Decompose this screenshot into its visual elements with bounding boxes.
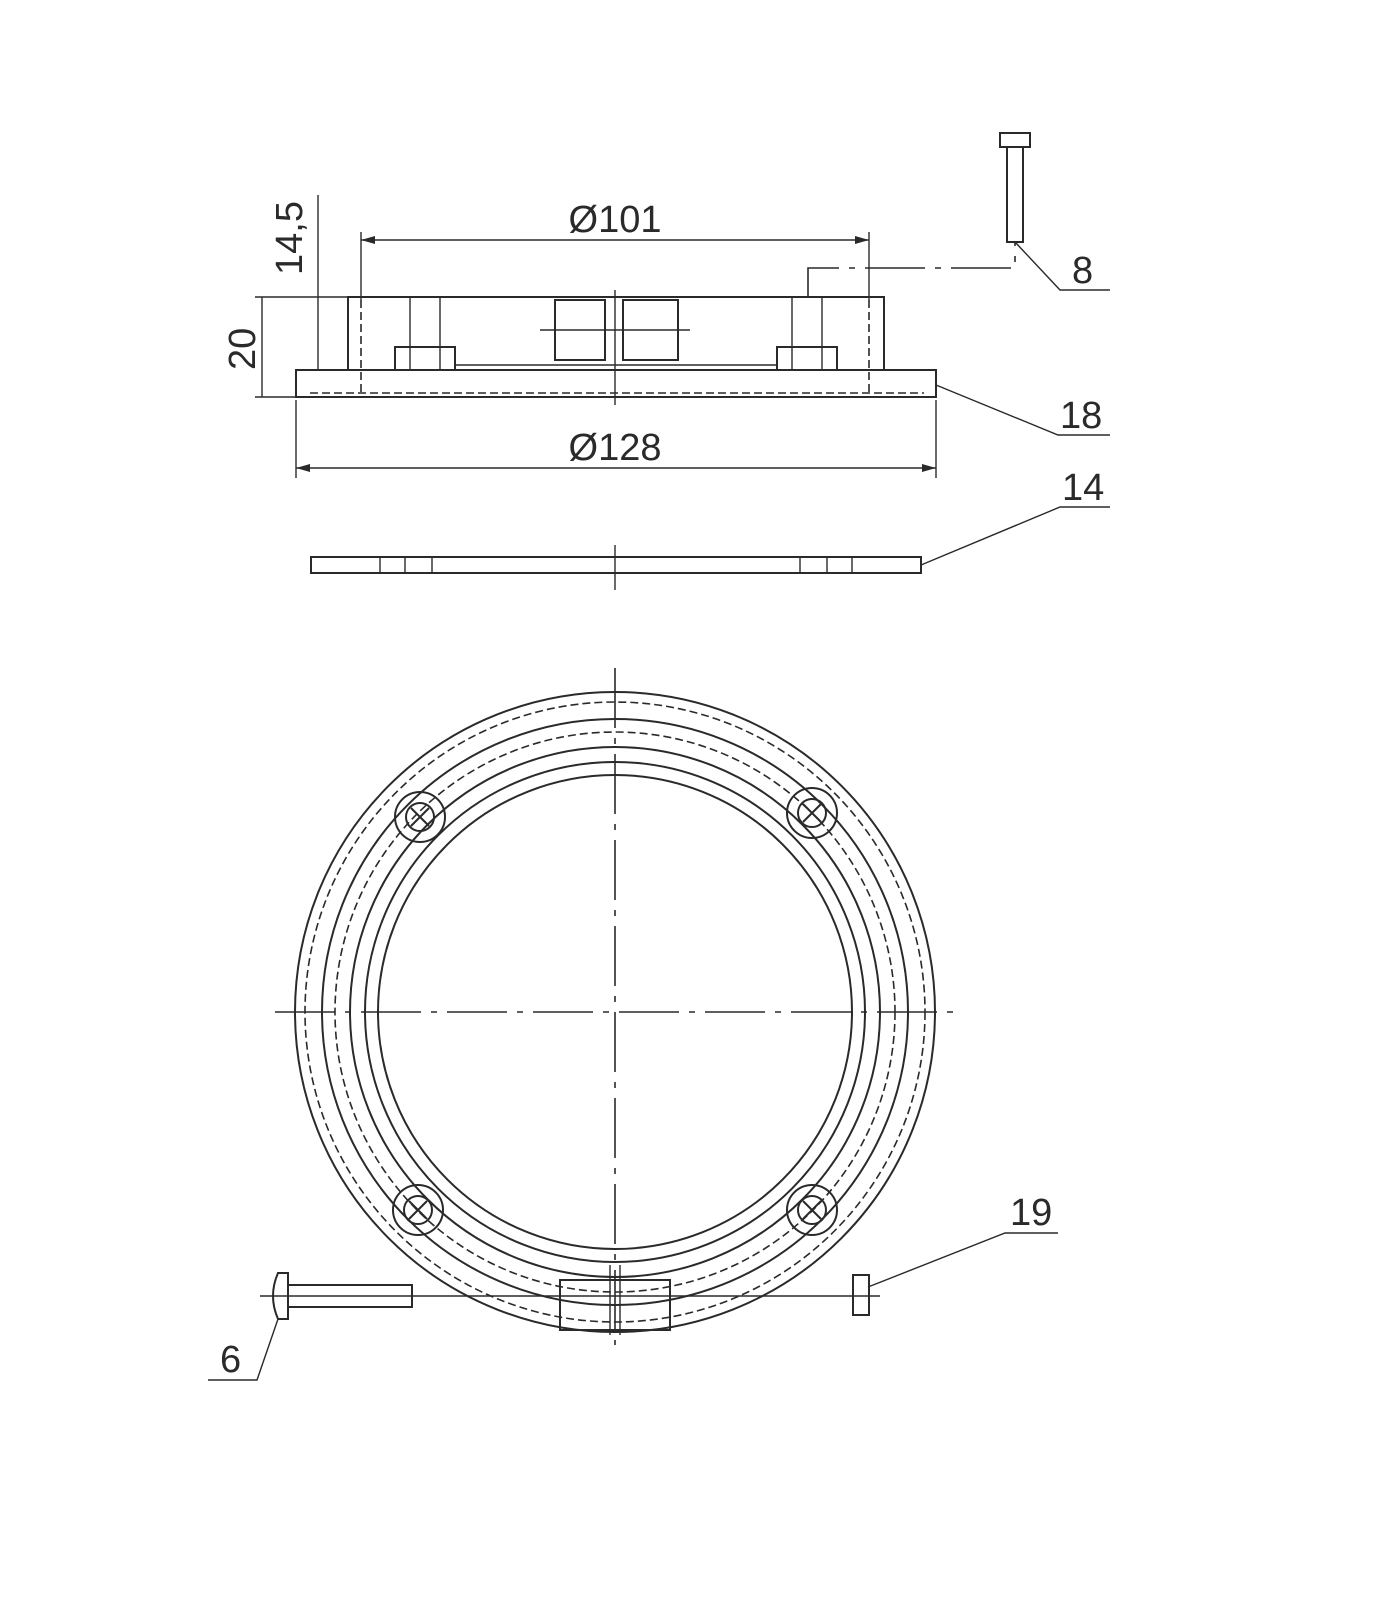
screw-top-icons <box>392 787 838 1236</box>
dim-inner-diameter: Ø101 <box>569 199 662 241</box>
top-view: 19 6 <box>208 668 1058 1381</box>
clamp-lug <box>559 1279 671 1331</box>
dim-outer-diameter: Ø128 <box>569 427 662 469</box>
dim-height-top: 14,5 <box>269 201 311 275</box>
nut-icon <box>852 1274 870 1316</box>
gasket-view: 14 <box>310 467 1110 590</box>
label-19: 19 <box>1010 1192 1052 1234</box>
ring-body <box>347 296 885 371</box>
label-8: 8 <box>1072 250 1093 292</box>
dim-height-total: 20 <box>222 328 264 370</box>
label-14: 14 <box>1062 467 1104 509</box>
label-6: 6 <box>220 1339 241 1381</box>
screw-head-right <box>776 346 838 371</box>
screw-head-left <box>394 346 456 371</box>
label-18: 18 <box>1060 395 1102 437</box>
side-view: Ø101 Ø128 14,5 20 8 18 <box>222 132 1110 478</box>
screw-icon <box>999 132 1031 243</box>
